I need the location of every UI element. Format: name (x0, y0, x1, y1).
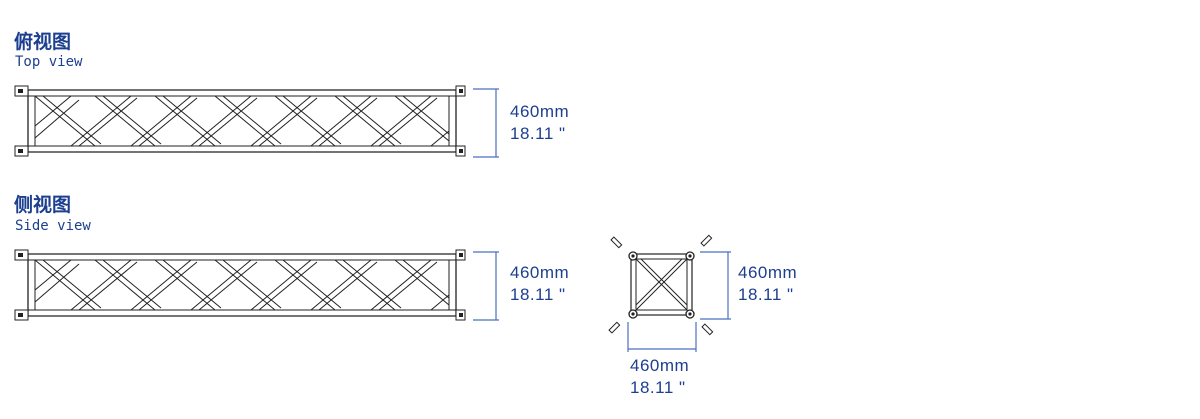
side-view-dim-mm: 460mm (510, 263, 570, 282)
cross-section-bottom-dim-inch: 18.11 " (630, 378, 686, 397)
cross-section-right-dim-mm: 460mm (738, 263, 798, 282)
side-view-truss (14, 249, 466, 321)
top-view-dim-inch: 18.11 " (510, 124, 566, 143)
top-view-dimension-line (473, 88, 499, 158)
side-view-dimension-label: 460mm 18.11 " (510, 262, 569, 306)
side-view-title-cn: 侧视图 (14, 194, 72, 216)
cross-section-bottom-dimension-line (627, 322, 697, 352)
cross-section-bottom-dim-mm: 460mm (630, 356, 690, 375)
top-view-title-en: Top view (15, 54, 83, 70)
side-view-dim-inch: 18.11 " (510, 285, 566, 304)
side-view-dimension-line (473, 251, 499, 321)
top-view-dim-mm: 460mm (510, 102, 570, 121)
cross-section-truss (608, 234, 714, 336)
cross-section-bottom-dimension-label: 460mm 18.11 " (630, 355, 689, 399)
cross-section-right-dimension-label: 460mm 18.11 " (738, 262, 797, 306)
cross-section-right-dim-inch: 18.11 " (738, 285, 794, 304)
top-view-truss (14, 85, 466, 157)
cross-section-right-dimension-line (700, 251, 731, 320)
top-view-dimension-label: 460mm 18.11 " (510, 101, 569, 145)
side-view-title-en: Side view (15, 218, 91, 234)
top-view-title-cn: 俯视图 (14, 31, 72, 53)
